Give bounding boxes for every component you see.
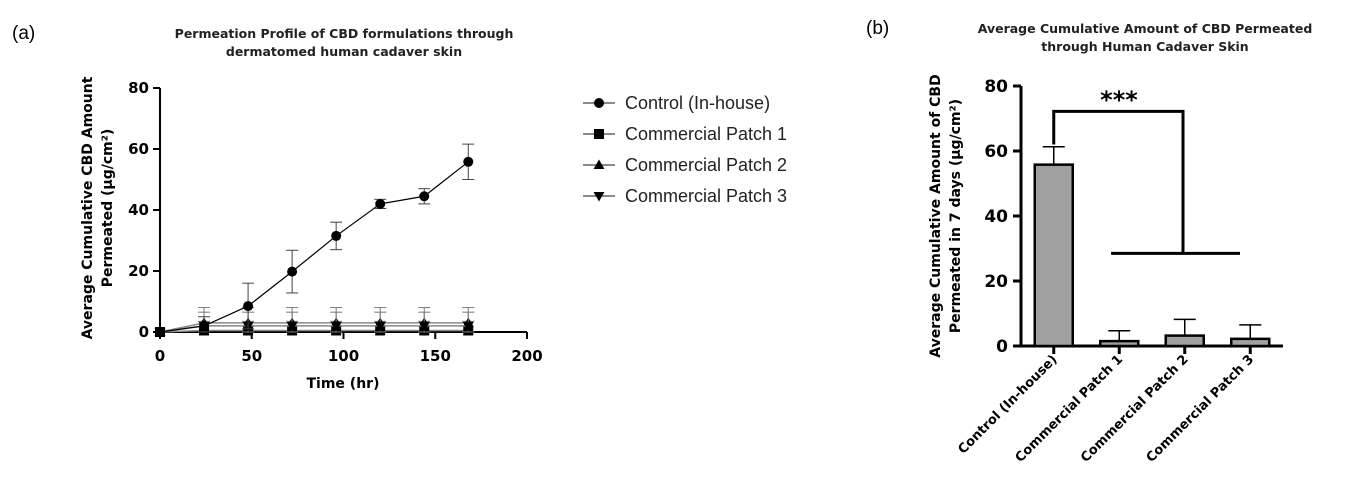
x-tick-label: 200 — [511, 347, 542, 365]
panel-a-label: (a) — [12, 23, 35, 44]
x-tick-label: 0 — [155, 347, 165, 365]
x-tick-label: 50 — [241, 347, 262, 365]
commercial-patch-3-point — [374, 321, 386, 332]
commercial-patch-3-point — [330, 321, 342, 332]
control-in-house-point — [287, 266, 298, 277]
x-tick-label: 100 — [328, 347, 359, 365]
significance-label: *** — [1100, 86, 1138, 114]
control-in-house-point — [243, 301, 254, 312]
legend-commercial-patch-1-label: Commercial Patch 1 — [625, 124, 787, 144]
y-tick-label: 40 — [984, 207, 1008, 227]
panel-a-title-line1: Permeation Profile of CBD formulations t… — [175, 26, 514, 41]
commercial-patch-2-category-label: Commercial Patch 2 — [1078, 352, 1191, 465]
panel-b-title-line2: through Human Cadaver Skin — [1041, 39, 1248, 54]
x-tick-label: 150 — [420, 347, 451, 365]
commercial-patch-3-point — [286, 321, 298, 332]
commercial-patch-3-bar — [1230, 337, 1271, 348]
legend-commercial-patch-3-label: Commercial Patch 3 — [625, 186, 787, 206]
panel-b-label: (b) — [866, 18, 889, 39]
commercial-patch-2-bar — [1164, 334, 1205, 348]
y-tick-label: 20 — [128, 262, 149, 280]
legend-commercial-patch-2-marker — [593, 159, 605, 169]
panel-a-ylabel-line2: Permeated (µg/cm²) — [100, 129, 116, 288]
commercial-patch-1-bar — [1099, 339, 1140, 348]
y-tick-label: 80 — [128, 79, 149, 97]
commercial-patch-3-category-label: Commercial Patch 3 — [1144, 352, 1257, 465]
control-in-house-point — [375, 198, 386, 209]
y-tick-label: 0 — [139, 323, 149, 341]
legend-commercial-patch-3-marker — [593, 192, 605, 202]
panel-a-xlabel: Time (hr) — [307, 376, 380, 392]
legend-control-in-house-marker — [594, 98, 604, 108]
y-tick-label: 20 — [984, 272, 1008, 292]
commercial-patch-3-point — [418, 321, 430, 332]
legend-commercial-patch-1-marker — [594, 129, 604, 139]
legend-commercial-patch-2-label: Commercial Patch 2 — [625, 155, 787, 175]
control-in-house-point — [463, 156, 474, 167]
panel-b-title-line1: Average Cumulative Amount of CBD Permeat… — [978, 21, 1313, 36]
control-in-house-bar — [1033, 163, 1074, 348]
control-in-house-point — [331, 230, 342, 241]
control-in-house-line — [159, 161, 469, 333]
control-in-house-point — [199, 320, 210, 331]
panel-b-ylabel-line2: Permeated in 7 days (µg/cm²) — [948, 99, 964, 333]
control-in-house-point — [155, 327, 165, 337]
commercial-patch-3-point — [462, 321, 474, 332]
panel-a-ylabel-line1: Average Cumulative CBD Amount — [80, 76, 96, 339]
panel-a-legend: Control (In-house) Commercial Patch 1 Comm… — [583, 93, 787, 206]
commercial-patch-1-category-label: Commercial Patch 1 — [1013, 352, 1126, 465]
y-tick-label: 40 — [128, 201, 149, 219]
y-tick-label: 80 — [984, 77, 1008, 97]
control-in-house-point — [419, 191, 430, 202]
y-tick-label: 0 — [996, 337, 1008, 357]
panel-a-title-line2: dermatomed human cadaver skin — [226, 44, 462, 59]
y-tick-label: 60 — [984, 142, 1008, 162]
legend-control-in-house-label: Control (In-house) — [625, 93, 770, 113]
commercial-patch-1-line — [159, 329, 469, 333]
y-tick-label: 60 — [128, 140, 149, 158]
panel-a-plot: 0 20 40 60 80 0 50 100 150 200 — [128, 79, 543, 365]
panel-b-ylabel-line1: Average Cumulative Amount of CBD — [928, 74, 944, 357]
commercial-patch-3-line — [159, 325, 469, 333]
significance-bracket — [1052, 109, 1185, 254]
